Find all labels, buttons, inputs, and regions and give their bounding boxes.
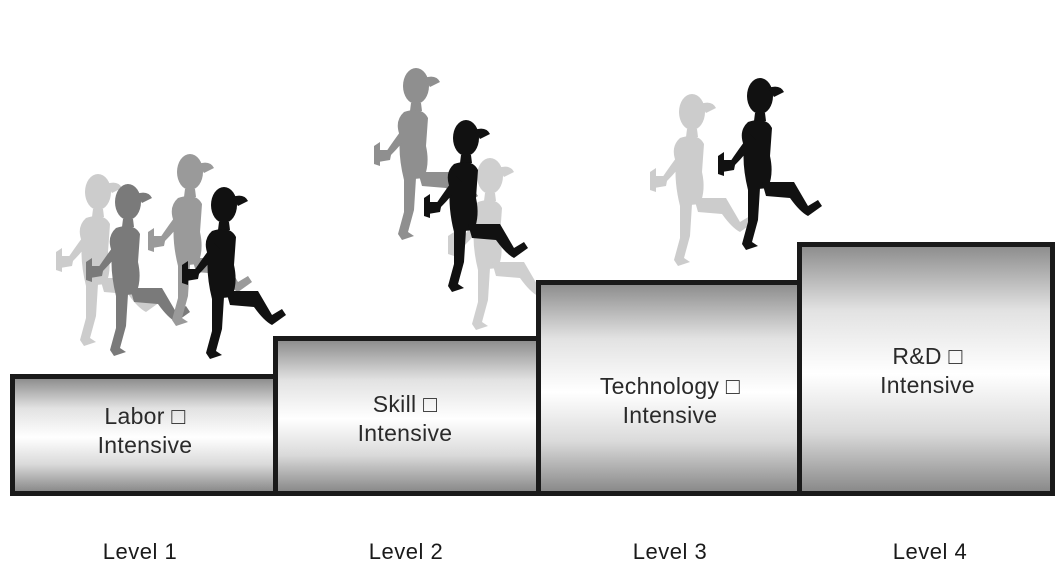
level-caption-2: Level 2 (368, 539, 444, 564)
level-caption-1: Level 1 (102, 539, 178, 564)
step-label-line2: Intensive (357, 420, 453, 446)
step-label-line2: Intensive (97, 432, 193, 458)
marching-figure-icon (56, 154, 286, 359)
step-label-line1: Skill □ (372, 391, 438, 417)
step-label-line2: Intensive (880, 372, 975, 398)
level-caption-3: Level 3 (632, 539, 708, 564)
level-caption-4: Level 4 (892, 539, 968, 564)
step-level-1 (10, 374, 280, 496)
step-level-3 (536, 280, 804, 496)
step-label-1: Labor □ Intensive (20, 402, 270, 460)
step-label-line2: Intensive (622, 402, 718, 428)
step-label-line1: Technology □ (599, 373, 741, 399)
step-label-2: Skill □ Intensive (280, 390, 530, 448)
step-level-2 (273, 336, 543, 496)
step-label-line1: Labor □ (104, 403, 186, 429)
step-level-4 (797, 242, 1055, 496)
step-label-4: R&D □ Intensive (815, 342, 1040, 400)
step-label-line1: R&D □ (892, 343, 963, 369)
marching-figure-icon (374, 68, 552, 330)
marching-figure-icon (650, 78, 822, 266)
step-label-3: Technology □ Intensive (545, 372, 795, 430)
